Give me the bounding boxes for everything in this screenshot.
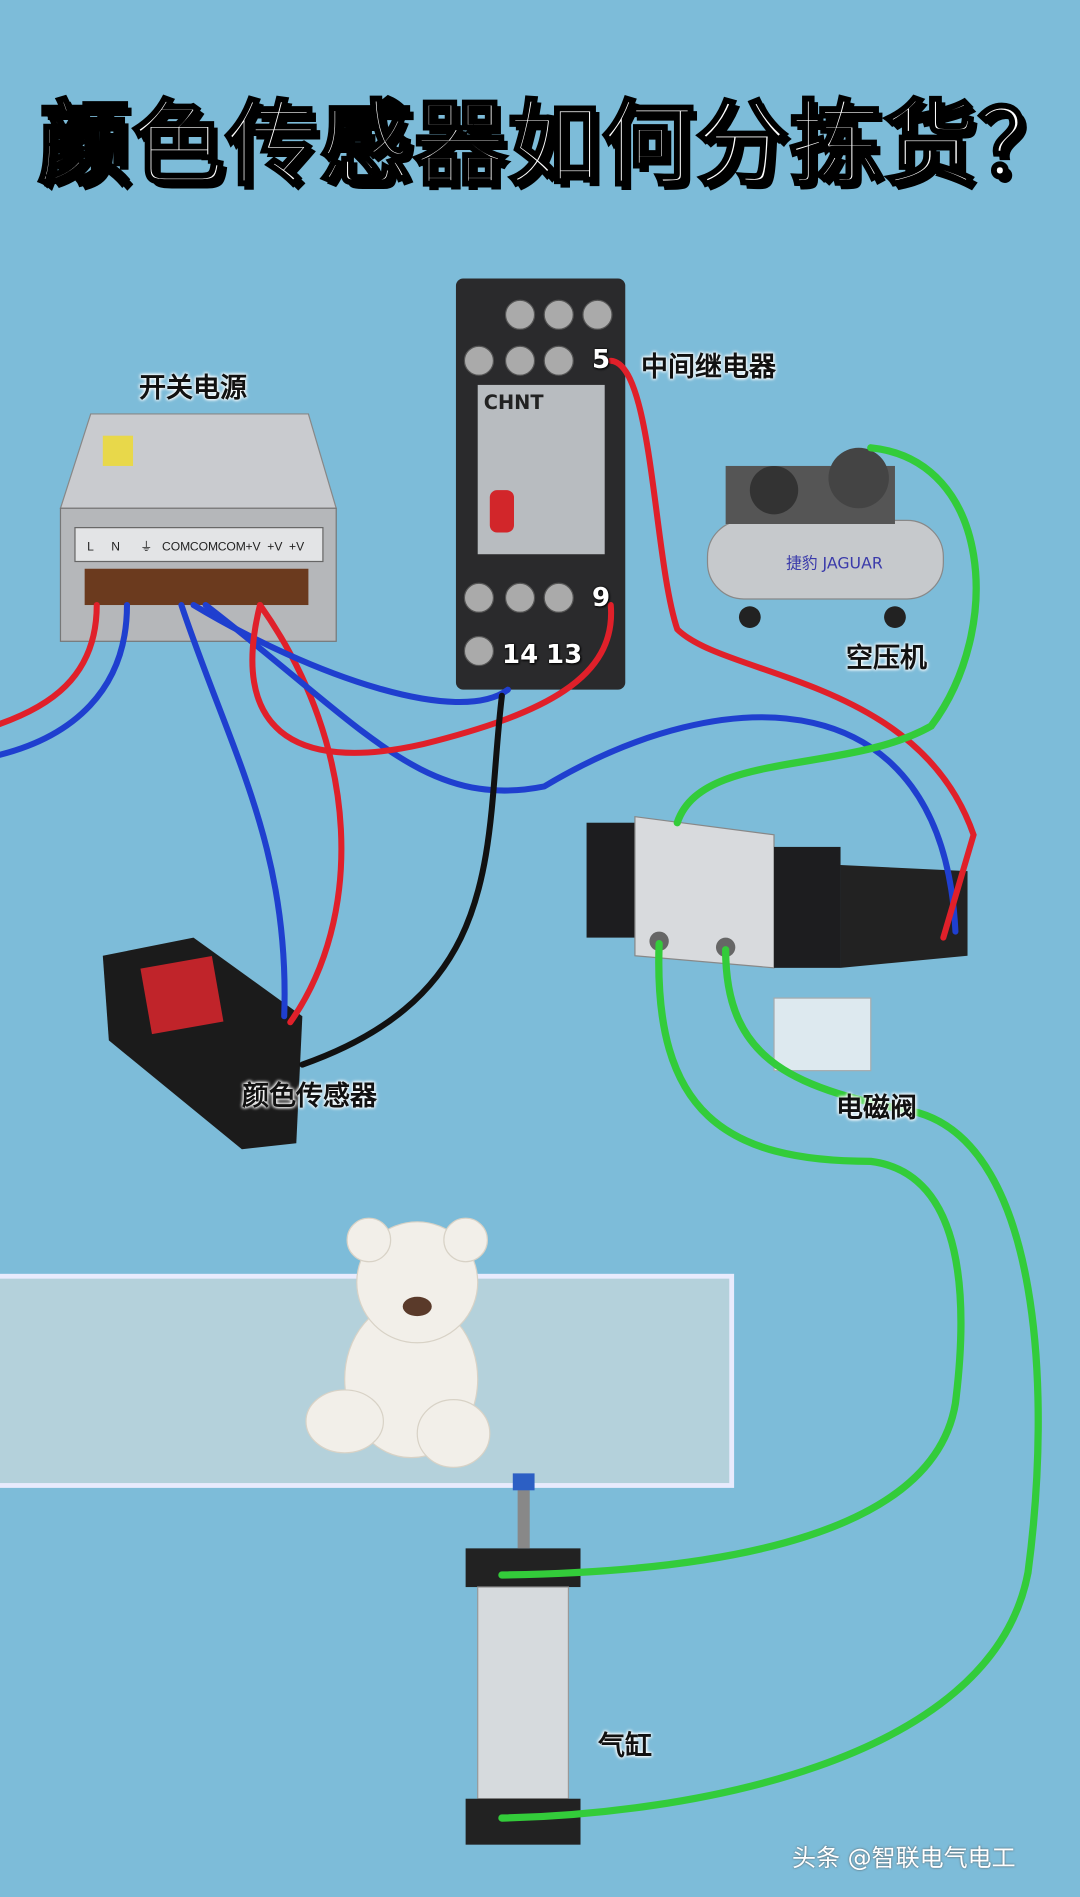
- label-solenoid-valve: 电磁阀: [836, 1093, 917, 1124]
- relay-terminal-5: 5: [592, 345, 611, 375]
- green-air-tube: [673, 444, 980, 827]
- label-cylinder: 气缸: [598, 1731, 652, 1762]
- svg-text:COM: COM: [162, 540, 190, 554]
- red-wire: [0, 602, 100, 728]
- relay-terminal-13: 13: [546, 640, 583, 670]
- svg-text:CHNT: CHNT: [484, 391, 545, 414]
- svg-text:⏚: ⏚: [140, 540, 152, 554]
- label-compressor: 空压机: [846, 643, 927, 674]
- svg-text:L: L: [87, 540, 94, 554]
- relay-terminal-14: 14: [502, 640, 539, 670]
- label-power-supply: 开关电源: [139, 373, 247, 404]
- green-air-tube: [498, 940, 965, 1579]
- svg-text:+V: +V: [267, 540, 282, 554]
- red-wire: [607, 357, 977, 941]
- watermark: 头条 @智联电气电工: [792, 1844, 1016, 1872]
- red-wire: [249, 602, 615, 756]
- svg-text:+V: +V: [246, 540, 261, 554]
- relay: CHNT: [455, 278, 626, 690]
- air-compressor: 捷豹 JAGUAR: [706, 447, 944, 629]
- blue-wire: [178, 602, 288, 1020]
- air-cylinder: [465, 1473, 581, 1845]
- blue-wire: [0, 602, 131, 758]
- black-wire: [299, 692, 505, 1068]
- teddy-bear: [305, 1217, 491, 1468]
- relay-terminal-9: 9: [592, 583, 611, 613]
- psu-terminal-labels: L N ⏚ COM COM COM +V +V +V: [87, 540, 304, 554]
- solenoid-valve: [586, 815, 968, 1072]
- label-relay: 中间继电器: [641, 352, 776, 383]
- power-supply: [59, 413, 338, 642]
- label-color-sensor: 颜色传感器: [242, 1081, 377, 1112]
- red-wire: [256, 602, 345, 1026]
- blue-wire: [202, 602, 959, 935]
- svg-text:COM: COM: [218, 540, 246, 554]
- color-sensor: [102, 937, 303, 1150]
- svg-text:COM: COM: [190, 540, 218, 554]
- svg-text:捷豹 JAGUAR: 捷豹 JAGUAR: [786, 554, 883, 573]
- svg-text:+V: +V: [289, 540, 304, 554]
- svg-text:N: N: [111, 540, 120, 554]
- page-title: 颜色传感器如何分拣货？: [36, 90, 1073, 200]
- green-air-tube: [498, 946, 1042, 1822]
